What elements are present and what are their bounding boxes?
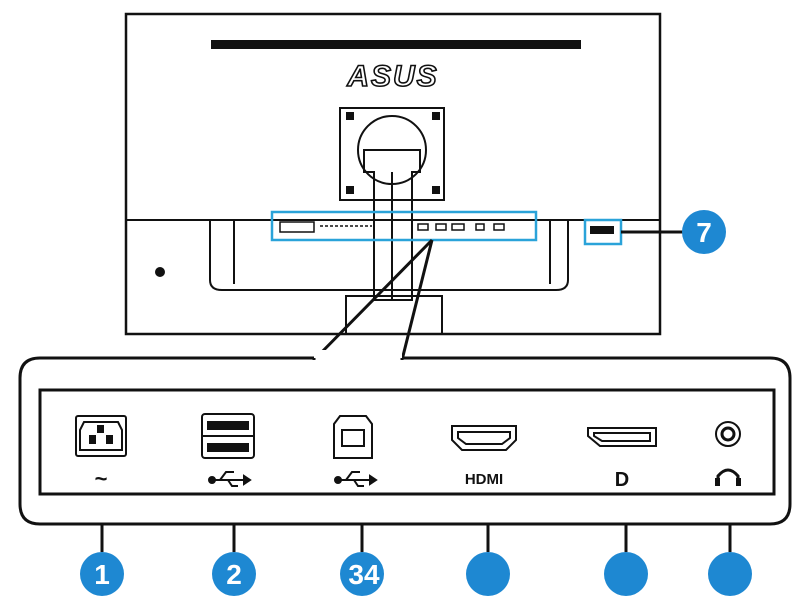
- power-socket-icon: [75, 415, 127, 457]
- callout-leaders: [100, 524, 732, 552]
- headphone-jack-icon: [715, 421, 741, 447]
- headphone-symbol-icon: [715, 468, 741, 486]
- housing-port-marks: [279, 221, 505, 233]
- zoom-io-panel-inner: [38, 388, 776, 496]
- hdmi-port-icon: [451, 425, 517, 451]
- callout-badge-7: 7: [682, 210, 726, 254]
- displayport-symbol: D: [615, 469, 629, 491]
- callout-badge-6: [708, 552, 752, 596]
- zoom-pointer: [312, 238, 434, 362]
- power-symbol: ~: [95, 466, 108, 491]
- callout-badge-4: [466, 552, 510, 596]
- io-housing: [209, 220, 569, 291]
- zoom-io-panel-outer: [18, 356, 792, 526]
- usb-b-port-icon: [333, 415, 373, 459]
- callout-number-1: 1: [94, 559, 110, 590]
- callout-badge-2: 2: [212, 552, 256, 596]
- top-vent: [211, 40, 581, 49]
- io-highlight-box: [270, 210, 538, 242]
- callout-number-34: 34: [348, 559, 380, 590]
- usb-a-stack-icon: [201, 413, 255, 459]
- kensington-lock-icon: [155, 267, 165, 277]
- monitor-rear-view: [124, 12, 662, 336]
- asus-logo: ASUS: [346, 60, 438, 93]
- callout-badge-5: [604, 552, 648, 596]
- callout-badge-1: 1: [80, 552, 124, 596]
- hdmi-label: HDMI: [465, 471, 503, 488]
- stand-neck: [363, 149, 421, 301]
- callout-number-7: 7: [696, 217, 712, 248]
- usb-symbol-icon-2: [334, 471, 378, 487]
- callout-badge-34: 34: [340, 552, 384, 596]
- usb-symbol-icon: [208, 471, 252, 487]
- displayport-icon: [587, 427, 657, 447]
- callout-number-2: 2: [226, 559, 242, 590]
